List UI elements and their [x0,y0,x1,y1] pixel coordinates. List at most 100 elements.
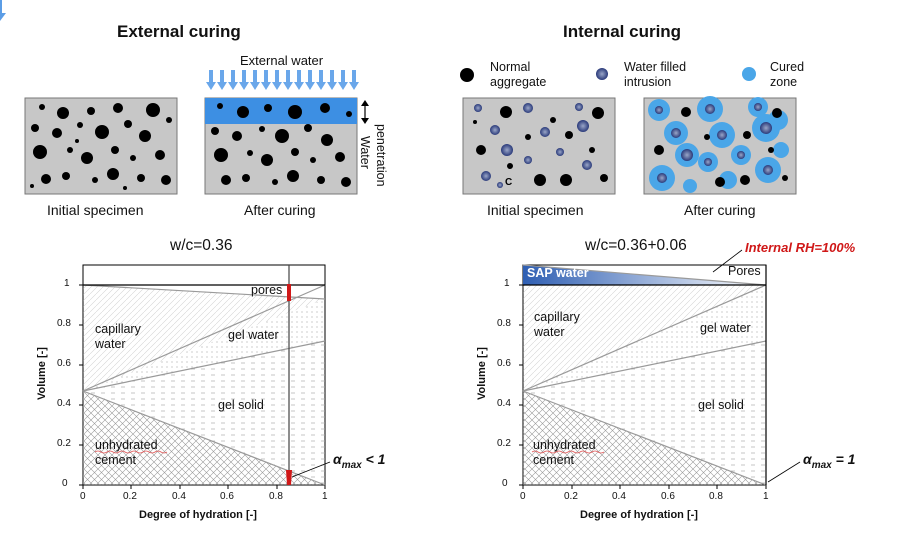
right-capillary-line1: capillary [534,310,580,324]
right-gel-solid-label: gel solid [698,398,744,412]
right-xlabel: Degree of hydration [-] [580,509,698,521]
right-ytick-5: 1 [504,278,510,289]
right-alpha-symbol: α [803,451,812,467]
water-penetration-line2: penetration [374,124,388,187]
right-capillary-line2: water [534,325,565,339]
left-xtick-5: 1 [322,491,328,502]
gel-solid-region-r [523,341,766,485]
left-capillary-line2: water [95,337,126,351]
left-xtick-4: 0.8 [269,491,283,502]
right-ytick-0: 0 [502,478,508,489]
left-alpha-sub: max [341,459,362,471]
internal-after-label: After curing [684,202,756,218]
water-filled-marker [596,68,608,80]
external-after-specimen [0,0,358,195]
left-alpha-rel: < 1 [365,451,386,467]
legend-normal-line1: Normal [490,60,531,74]
water-penetration-layer [205,98,357,124]
water-arrow [272,70,282,90]
right-ytick-3: 0.6 [497,358,511,369]
water-arrow [283,70,293,90]
left-ytick-4: 0.8 [57,318,71,329]
right-gel-water-label: gel water [700,321,751,335]
normal-aggregate-marker [460,68,474,82]
right-xtick-4: 0.8 [709,491,723,502]
left-unhydrated-line1: unhydrated [95,438,158,452]
right-xtick-0: 0 [520,491,526,502]
right-ytick-2: 0.4 [497,398,511,409]
left-capillary-label: capillary water [95,322,141,352]
right-wc-label: w/c=0.36+0.06 [585,237,687,254]
left-chart [79,264,331,489]
legend-cured-line2: zone [770,75,798,89]
right-unhydrated-line1: unhydrated [533,438,596,452]
right-unhydrated-line2: cement [533,453,574,467]
cured-zone-marker [742,67,756,81]
water-arrow [305,70,315,90]
right-alpha-label: αmax = 1 [803,451,855,471]
water-penetration-line1: Water [358,136,372,169]
legend-cured-line1: Cured [770,60,805,74]
aggregate-particles [30,103,172,190]
right-ylabel: Volume [-] [476,347,488,400]
right-ytick-1: 0.2 [497,438,511,449]
left-unhydrated-line2: cement [95,453,136,467]
external-after-label: After curing [244,202,316,218]
right-alpha-sub: max [811,459,832,471]
water-arrow [228,70,238,90]
right-pores-label: Pores [728,264,761,278]
left-gel-water-label: gel water [228,328,279,342]
penetration-arrow [361,100,369,124]
left-ytick-0: 0 [62,478,68,489]
right-xtick-1: 0.2 [564,491,578,502]
water-arrow [261,70,271,90]
right-chart [519,249,801,489]
left-ylabel: Volume [-] [36,347,48,400]
water-arrow [250,70,260,90]
right-xtick-5: 1 [763,491,769,502]
water-penetration-label-2: penetration [373,124,388,187]
water-arrow [239,70,249,90]
external-initial-label: Initial specimen [47,202,144,218]
left-ytick-5: 1 [64,278,70,289]
internal-curing-title: Internal curing [563,22,682,41]
right-xtick-2: 0.4 [612,491,626,502]
legend-normal-line2: aggregate [490,75,547,89]
legend-water-line2: intrusion [624,75,672,89]
water-arrow [294,70,304,90]
left-ytick-2: 0.4 [57,398,71,409]
internal-after-specimen [643,96,797,195]
left-ytick-1: 0.2 [57,438,71,449]
left-xlabel: Degree of hydration [-] [139,509,257,521]
internal-initial-label: Initial specimen [487,202,584,218]
left-capillary-line1: capillary [95,322,141,336]
left-gel-solid-label: gel solid [218,398,264,412]
legend-cured-zone: Cured zone [770,60,804,90]
right-sap-label: SAP water [527,266,589,280]
left-xtick-2: 0.4 [172,491,186,502]
external-water-arrows [0,0,6,21]
right-xtick-3: 0.6 [661,491,675,502]
legend-water-line1: Water filled [624,60,687,74]
left-pores-label: pores [251,283,283,297]
left-alpha-symbol: α [333,451,342,467]
water-arrow [316,70,326,90]
internal-legend [460,67,756,82]
right-unhydrated-label: unhydrated cement [533,438,596,468]
water-arrow [338,70,348,90]
water-arrow [206,70,216,90]
left-alpha-label: αmax < 1 [333,451,385,471]
water-arrow [327,70,337,90]
left-xtick-1: 0.2 [123,491,137,502]
external-water-label: External water [240,53,324,68]
internal-rh-label: Internal RH=100% [745,240,856,255]
left-unhydrated-label: unhydrated cement [95,438,158,468]
external-initial-specimen [24,97,178,195]
right-ytick-4: 0.8 [497,318,511,329]
legend-water-filled: Water filled intrusion [624,60,686,90]
left-wc-label: w/c=0.36 [170,237,233,254]
right-capillary-label: capillary water [534,310,580,340]
legend-normal-aggregate: Normal aggregate [490,60,546,90]
